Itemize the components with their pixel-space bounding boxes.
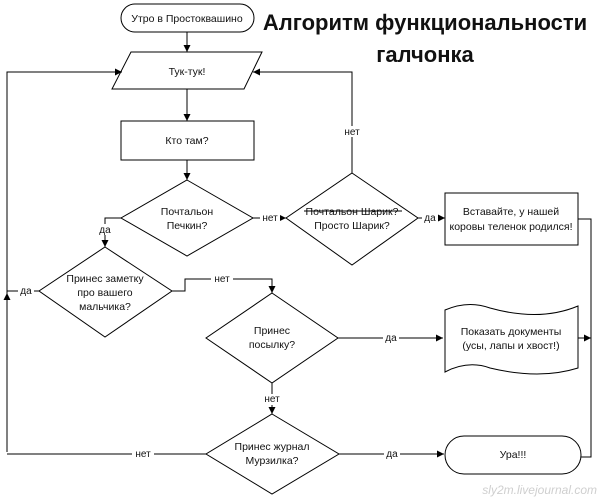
edge-label-yes: да — [385, 333, 397, 344]
murzilka-label-1: Принес журнал — [235, 441, 310, 453]
documents-node: Показать документы (усы, лапы и хвост!) — [444, 304, 579, 375]
pechkin-decision: Почтальон Печкин? — [119, 179, 255, 257]
end-node-label: Ура!!! — [500, 449, 527, 461]
pechkin-label-2: Печкин? — [167, 220, 208, 232]
calf-label-1: Вставайте, у нашей — [463, 206, 559, 218]
edge-label-yes: да — [20, 286, 32, 297]
edge-label-yes: да — [424, 213, 436, 224]
edge-label-no: нет — [264, 394, 280, 405]
title-line-1: Алгоритм функциональности — [263, 10, 587, 35]
start-node-label: Утро в Простоквашино — [131, 13, 243, 25]
edge-label-no: нет — [344, 127, 360, 138]
parcel-label-1: Принес — [254, 325, 290, 337]
edge-label-no: нет — [214, 274, 230, 285]
pechkin-label-1: Почтальон — [161, 206, 214, 218]
edge-note-parcel — [172, 278, 276, 293]
note-label-2: про вашего — [77, 287, 132, 299]
sharik-label: Просто Шарик? — [314, 220, 390, 232]
who-node: Кто там? — [120, 120, 255, 161]
knock-node: Тук-тук! — [111, 51, 263, 90]
murzilka-decision: Принес журнал Мурзилка? — [205, 413, 340, 495]
title-line-2: галчонка — [376, 42, 474, 67]
murzilka-label-2: Мурзилка? — [245, 455, 298, 467]
documents-label-2: (усы, лапы и хвост!) — [462, 340, 559, 352]
note-decision: Принес заметку про вашего мальчика? — [38, 246, 173, 338]
calf-node: Вставайте, у нашей коровы теленок родилс… — [444, 192, 579, 246]
who-node-label: Кто там? — [165, 135, 208, 147]
start-node: Утро в Простоквашино — [120, 3, 255, 33]
edge-label-yes: да — [99, 225, 111, 236]
watermark: sly2m.livejournal.com — [482, 483, 597, 497]
documents-label-1: Показать документы — [461, 326, 562, 338]
calf-label-2: коровы теленок родился! — [450, 221, 573, 233]
note-label-1: Принес заметку — [66, 273, 144, 285]
edge-sharik-knock — [253, 68, 353, 173]
edge-label-no: нет — [135, 449, 151, 460]
edge-label-yes: да — [386, 449, 398, 460]
sharik-decision: Почтальон Шарик? Просто Шарик? — [285, 172, 419, 266]
end-node: Ура!!! — [444, 435, 582, 475]
sharik-struck-label: Почтальон Шарик? — [306, 206, 399, 218]
knock-node-label: Тук-тук! — [169, 66, 206, 78]
note-label-3: мальчика? — [79, 301, 131, 313]
parcel-decision: Принес посылку? — [205, 292, 339, 384]
edge-label-no: нет — [262, 213, 278, 224]
parcel-label-2: посылку? — [249, 339, 295, 351]
edge-pechkin-note — [101, 217, 121, 247]
